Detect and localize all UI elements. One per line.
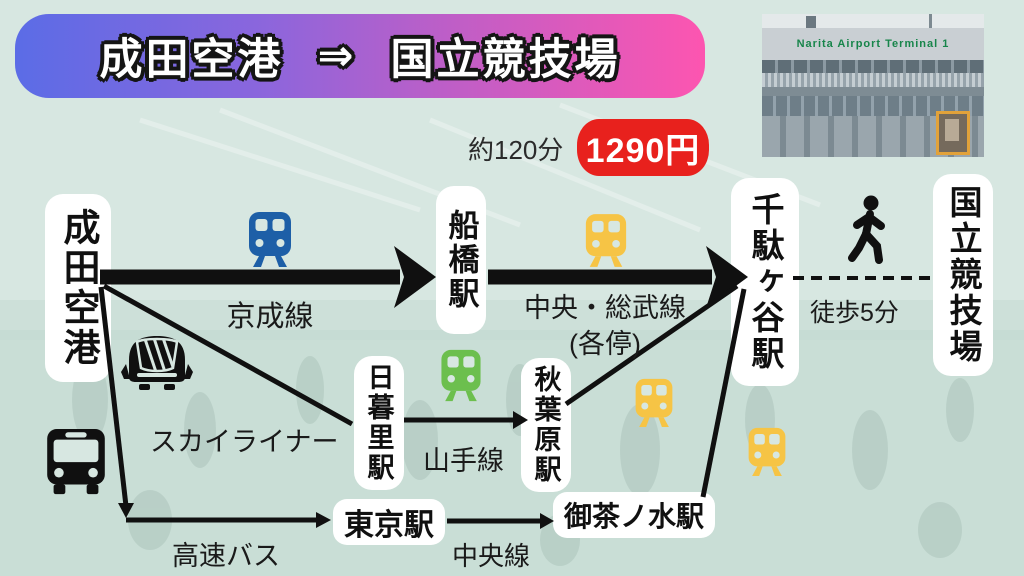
photo-floor-band — [762, 87, 984, 96]
station-tokyo: 東京駅 — [333, 499, 445, 545]
photo-terminal-sign: Narita Airport Terminal 1 — [762, 28, 984, 60]
label-chuo-sobu-name: 中央・総武線 — [524, 293, 686, 323]
train-icon — [748, 427, 786, 476]
title-banner: 成田空港 ⇒ 国立競技場 — [15, 14, 705, 98]
label-keisei-line: 京成線 — [226, 301, 314, 333]
label-walk-duration: 徒歩5分 — [810, 299, 899, 327]
label-chuo-sobu-note: (各停) — [569, 329, 641, 359]
label-chuo-line: 中央線 — [452, 541, 531, 571]
photo-mast — [929, 14, 932, 30]
train-icon — [441, 349, 481, 402]
photo-window-band — [762, 60, 984, 73]
route-skyliner-line — [102, 283, 354, 427]
walking-person-icon — [848, 195, 885, 264]
label-chuo-sobu-line: 中央・総武線 (各停) — [513, 290, 697, 362]
route-akihabara-sendagaya-line — [564, 283, 739, 407]
label-yamanote-line: 山手線 — [423, 446, 504, 476]
arrowhead-bus-corner — [118, 503, 134, 518]
arrowhead-to-akihabara — [513, 411, 528, 429]
label-highway-bus: 高速バス — [172, 541, 280, 571]
train-icon — [585, 214, 627, 267]
train-icon — [249, 212, 291, 267]
banner-destination: 国立競技場 — [390, 36, 621, 84]
route-highway-bus-down-line — [98, 286, 129, 507]
station-akihabara: 秋葉原駅 — [521, 358, 571, 492]
banner-origin: 成田空港 — [99, 36, 284, 84]
photo-sky — [762, 14, 984, 28]
station-national-stadium: 国立競技場 — [933, 174, 993, 376]
arrowhead-to-ochanomizu — [540, 513, 554, 529]
route-ochanomizu-sendagaya-line — [700, 288, 747, 498]
station-ochanomizu: 御茶ノ水駅 — [553, 492, 715, 538]
train-icon — [635, 378, 673, 427]
fare-badge: 1290円 — [577, 119, 709, 176]
station-funabashi: 船橋駅 — [436, 186, 486, 334]
narita-terminal-photo: Narita Airport Terminal 1 — [762, 14, 984, 157]
photo-glass-band — [762, 96, 984, 116]
arrowhead-to-tokyo — [316, 512, 331, 528]
station-nippori: 日暮里駅 — [354, 356, 404, 490]
label-skyliner: スカイライナー — [150, 427, 339, 457]
photo-jetbridge-unit — [936, 111, 970, 155]
trip-duration: 約120分 — [468, 135, 564, 165]
photo-deck-railing — [762, 73, 984, 87]
terminal-sign-text: Narita Airport Terminal 1 — [796, 38, 950, 50]
photo-jetbridge-window — [945, 119, 959, 141]
arrowhead-to-funabashi — [394, 246, 436, 308]
photo-rooftop — [806, 16, 816, 30]
banner-arrow-icon: ⇒ — [317, 32, 357, 80]
arrowhead-to-sendagaya — [706, 246, 748, 308]
fare-amount: 1290円 — [585, 132, 701, 170]
bus-icon — [47, 429, 105, 495]
express-train-icon — [121, 336, 193, 390]
station-sendagaya: 千駄ヶ谷駅 — [731, 178, 799, 386]
